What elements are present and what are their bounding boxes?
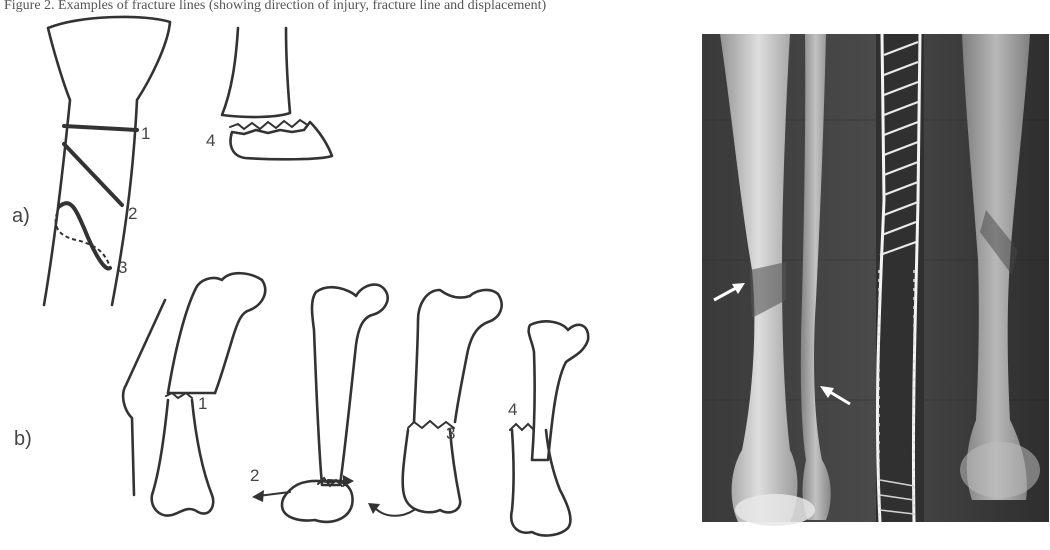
marker-a-2: 2 [128,204,137,223]
panel-b-label: b) [14,428,32,450]
panel-a-label: a) [12,205,30,227]
fracture-line-2 [64,144,122,205]
marker-a-1: 1 [141,124,150,143]
fracture-line-4 [230,120,306,129]
femur-3: 3 [368,290,502,516]
fracture-line-1 [64,126,137,130]
fracture-line-3-dashed [56,206,110,268]
panel-a-distal-bone [222,28,290,117]
marker-a-4: 4 [206,131,215,150]
caption-fragment: Figure 2. Examples of fracture lines (sh… [4,0,547,13]
femur-1: 1 [123,273,265,515]
marker-b-4: 4 [508,400,517,419]
xray-image [702,34,1049,526]
marker-b-1: 1 [198,394,207,413]
panel-a: 1 2 3 a) 4 [12,17,332,305]
femur-2: 2 [250,285,388,522]
panel-b: b) 1 2 [14,273,588,535]
marker-b-2: 2 [250,466,259,485]
marker-a-3: 3 [118,258,127,277]
fracture-line-3 [60,203,110,268]
marker-b-3: 3 [446,424,455,443]
femur-4: 4 [508,321,588,535]
